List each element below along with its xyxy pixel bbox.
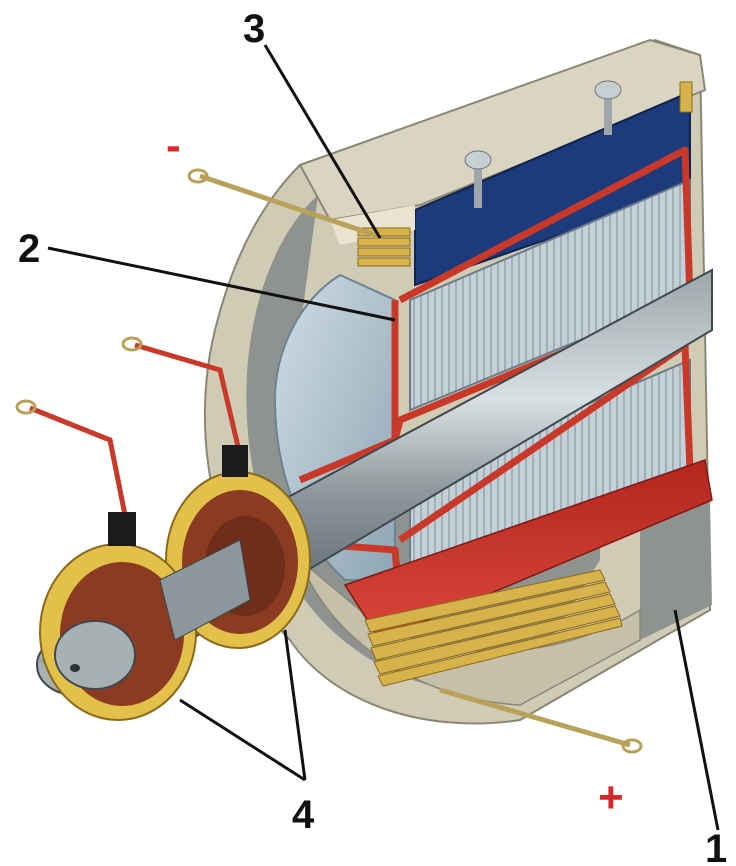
- leader-3: [263, 44, 382, 239]
- brush-front: [29, 405, 136, 546]
- bolt-right: [594, 80, 622, 135]
- sign-positive: +: [598, 773, 624, 822]
- lead-negative: [187, 168, 376, 238]
- lead-positive: [439, 687, 643, 754]
- label-armature-winding: 2: [18, 227, 40, 271]
- field-winding-top: [357, 81, 693, 267]
- bolt-left: [464, 150, 492, 208]
- field-winding-lower: [364, 569, 623, 687]
- brush-rear: [134, 342, 248, 477]
- slip-rings: [39, 471, 311, 721]
- leader-lines: [47, 44, 720, 831]
- label-slip-rings: 4: [292, 793, 315, 837]
- leader-2: [47, 246, 396, 322]
- label-housing: 1: [705, 827, 727, 866]
- leader-1: [673, 609, 720, 831]
- leader-4a: [179, 698, 306, 782]
- sign-negative: -: [166, 121, 181, 170]
- housing-right-wall: [640, 500, 712, 640]
- label-field-winding: 3: [243, 7, 265, 51]
- armature-core: [409, 178, 691, 592]
- leader-4b: [283, 629, 307, 781]
- lead-tips: [15, 336, 143, 415]
